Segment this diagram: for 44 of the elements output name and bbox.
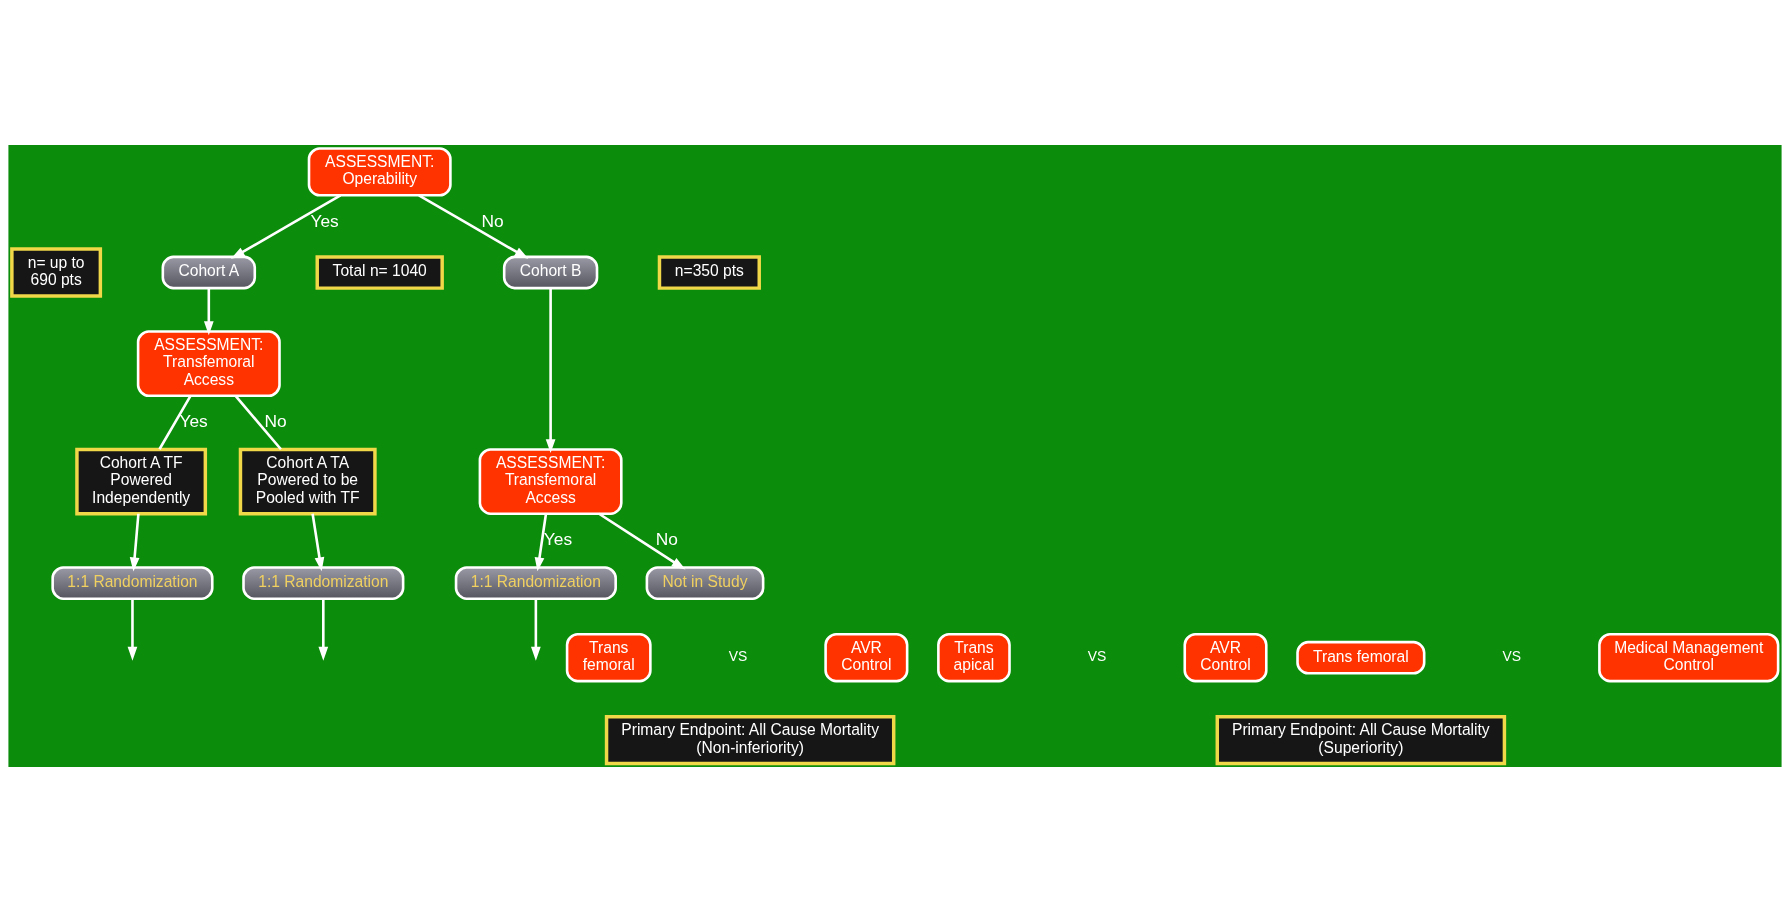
node-box: Not in Study — [645, 565, 765, 600]
edge-label: No — [264, 410, 287, 431]
node-box: Total n= 1040 — [315, 254, 444, 290]
arrow — [311, 513, 325, 571]
arrow — [127, 598, 138, 661]
node-box: Primary Endpoint: All Cause Mortality (Non-inferiority) — [604, 714, 896, 765]
arrow — [598, 512, 686, 570]
arrow — [129, 513, 140, 571]
edge-label: Yes — [310, 210, 339, 231]
edge-label: No — [655, 528, 678, 549]
arrow — [545, 287, 556, 453]
node-box: Cohort A TF Powered Independently — [75, 447, 208, 515]
edge-label: Yes — [179, 410, 208, 431]
node-box: AVR Control — [824, 632, 909, 682]
node-box: 1:1 Randomization — [242, 565, 405, 600]
edge-label: No — [481, 210, 504, 231]
connector — [158, 394, 192, 450]
node-box: ASSESSMENT: Transfemoral Access — [136, 329, 281, 397]
label: VS — [728, 647, 748, 664]
node-box: 1:1 Randomization — [51, 565, 214, 600]
edge-label: Yes — [543, 528, 573, 549]
arrow — [531, 598, 541, 661]
arrow — [203, 287, 214, 335]
connector — [234, 394, 282, 450]
label: VS — [1502, 647, 1522, 664]
node-box: ASSESSMENT: Operability — [307, 146, 452, 197]
node-box: Primary Endpoint: All Cause Mortality (Superiority) — [1215, 714, 1507, 765]
arrow — [230, 193, 342, 259]
node-box: n= up to 690 pts — [10, 246, 103, 298]
node-box: Cohort B — [502, 255, 599, 289]
arrow — [534, 513, 548, 571]
label: VS — [1087, 647, 1107, 664]
node-box: Cohort A — [161, 255, 257, 289]
node-box: Trans apical — [937, 632, 1011, 682]
node-box: 1:1 Randomization — [454, 565, 617, 600]
node-box: Trans femoral — [565, 632, 652, 682]
node-box: Cohort A TA Powered to be Pooled with TF — [238, 447, 377, 515]
node-box: Medical Management Control — [1598, 632, 1780, 682]
node-box: Trans femoral — [1296, 640, 1426, 675]
node-box: AVR Control — [1183, 632, 1268, 682]
arrow — [318, 598, 329, 661]
arrow — [418, 193, 529, 259]
node-box: ASSESSMENT: Transfemoral Access — [478, 447, 623, 515]
node-box: n=350 pts — [657, 254, 761, 290]
